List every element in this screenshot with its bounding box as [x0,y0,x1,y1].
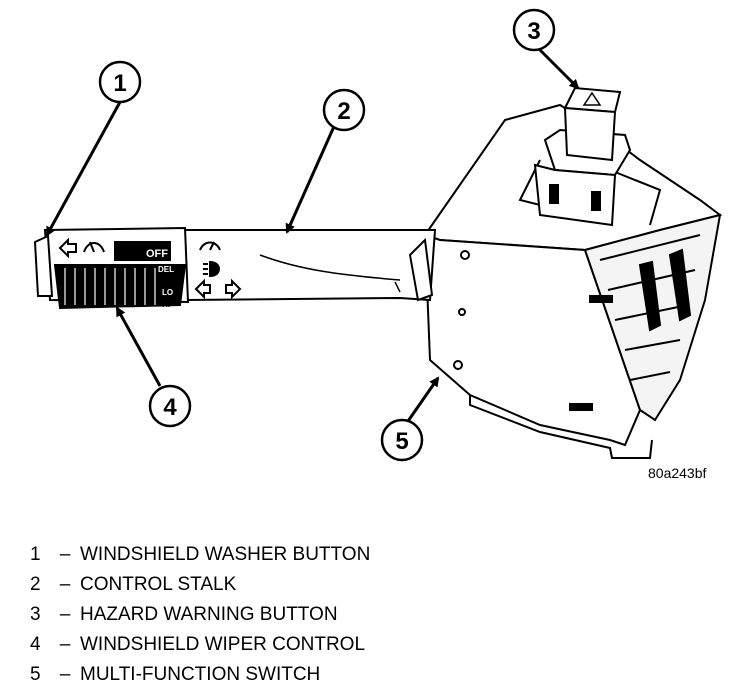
legend-separator: – [59,604,71,625]
legend-item: 4–WINDSHIELD WIPER CONTROL [30,630,370,660]
legend-separator: – [59,574,71,595]
legend-item: 5–MULTI-FUNCTION SWITCH [30,660,370,690]
legend-label: HAZARD WARNING BUTTON [80,604,338,625]
legend-number: 2 [30,574,41,595]
legend-number: 5 [30,664,41,685]
legend-label: MULTI-FUNCTION SWITCH [80,664,321,685]
legend-number: 3 [30,604,41,625]
stalk-marking-off: OFF [146,248,168,260]
figure-id: 80a243bf [648,465,707,481]
leader-arrows [45,44,580,425]
legend-number: 4 [30,634,41,655]
callout-number: 5 [395,428,408,455]
legend-number: 1 [30,544,41,565]
windshield-wiper-control [43,226,190,310]
callout-number: 3 [527,18,540,45]
stalk-marking-hi: HI [162,300,170,309]
switch-body [423,103,723,459]
windshield-washer-button [33,234,54,297]
multi-function-switch-diagram: OFF DEL LO HI 1 2 3 4 [33,8,723,462]
legend-label: WINDSHIELD WASHER BUTTON [80,544,371,565]
legend: 1–WINDSHIELD WASHER BUTTON 2–CONTROL STA… [30,540,370,690]
legend-label: WINDSHIELD WIPER CONTROL [80,634,366,655]
legend-label: CONTROL STALK [80,574,237,595]
callout-number: 1 [113,70,126,97]
callout-5: 5 [380,418,424,462]
callout-2: 2 [322,88,366,132]
control-stalk [178,229,437,302]
stalk-marking-del: DEL [158,265,174,274]
legend-item: 1–WINDSHIELD WASHER BUTTON [30,540,370,570]
legend-separator: – [59,664,71,685]
hazard-warning-button [533,86,632,227]
callout-3: 3 [512,8,556,52]
headlamp-symbol-icon [203,260,220,278]
legend-item: 2–CONTROL STALK [30,570,370,600]
turn-signal-arrow-icon [58,237,242,300]
wiper-symbol-icon [83,241,221,253]
callout-1: 1 [98,60,142,104]
callout-number: 4 [163,394,177,421]
legend-separator: – [59,634,71,655]
stalk-marking-lo: LO [162,288,173,297]
legend-item: 3–HAZARD WARNING BUTTON [30,600,370,630]
callout-number: 2 [337,98,350,125]
callout-4: 4 [148,384,192,428]
legend-separator: – [59,544,71,565]
